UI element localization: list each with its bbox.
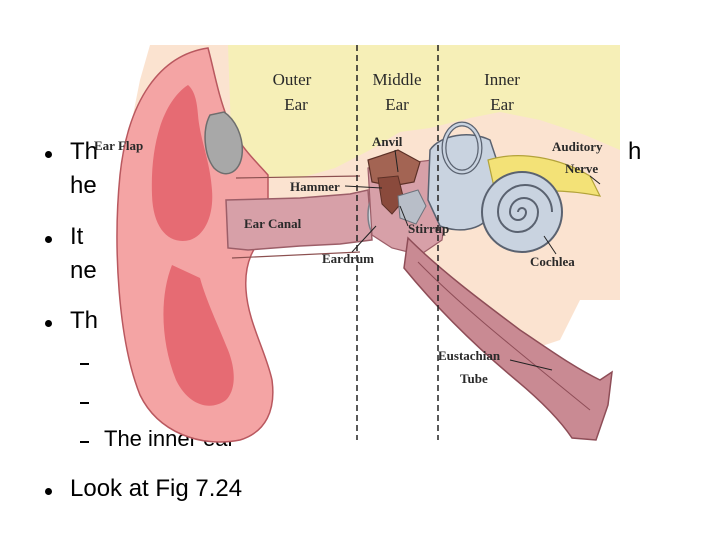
- header-inner-line1: Inner: [484, 70, 520, 89]
- label-cochlea: Cochlea: [530, 254, 575, 269]
- bullet-dot-4: [45, 488, 52, 495]
- leader-anvil: [394, 149, 399, 173]
- diagram-ear-canal: [225, 189, 373, 251]
- label-ear-flap: Ear Flap: [94, 138, 143, 153]
- diagram-cartilage-upper: [151, 85, 213, 241]
- leader-eardrum: [351, 225, 377, 253]
- bullet-dot-1: [45, 151, 52, 158]
- label-auditory-nerve-line2: Nerve: [565, 161, 598, 176]
- bullet-dot-3: [45, 320, 52, 327]
- bullet-4-text: Look at Fig 7.24: [70, 475, 243, 502]
- label-auditory-nerve-line1: Auditory: [552, 139, 603, 154]
- sub-bullet-dash-3: [80, 441, 89, 443]
- bullet-2-start: It: [70, 223, 84, 250]
- diagram-semicircular-canal: [442, 122, 482, 174]
- bullet-1-end: h: [628, 138, 642, 165]
- diagram-cartilage-lower: [163, 265, 234, 406]
- label-eardrum: Eardrum: [322, 251, 374, 266]
- label-eustachian-line2: Tube: [460, 371, 488, 386]
- sub-bullet-dash-2: [80, 402, 89, 404]
- diagram-eustachian-line: [417, 261, 591, 411]
- header-outer-line1: Outer: [273, 70, 312, 89]
- diagram-cochlea-spiral: [496, 184, 553, 233]
- diagram-cochlea: [481, 171, 563, 253]
- diagram-concha: [204, 111, 244, 175]
- leader-stirrup: [399, 205, 409, 227]
- label-hammer: Hammer: [290, 179, 340, 194]
- leader-eustachian: [509, 359, 553, 371]
- diagram-skin-line: [235, 175, 361, 179]
- bullet-1-line2: he: [70, 172, 97, 199]
- header-middle-line1: Middle: [372, 70, 421, 89]
- bullet-2-line2: ne: [70, 257, 97, 284]
- bullet-3-start: Th: [70, 307, 99, 334]
- diagram-anvil: [367, 149, 421, 187]
- leader-hammer: [344, 185, 383, 189]
- label-stirrup: Stirrup: [408, 221, 449, 236]
- bullet-1-start: Th: [70, 138, 99, 165]
- label-eustachian-line1: Eustachian: [438, 348, 501, 363]
- diagram-eustachian-tube: [403, 236, 613, 441]
- diagram-stirrup: [397, 189, 427, 225]
- sub-bullet-dash-1: [80, 363, 89, 365]
- leader-cochlea: [543, 235, 557, 255]
- diagram-bone: [228, 45, 620, 178]
- leader-auditory-nerve: [589, 175, 601, 185]
- label-ear-canal: Ear Canal: [244, 216, 302, 231]
- diagram-hammer: [377, 175, 405, 215]
- header-middle-line2: Ear: [385, 95, 409, 114]
- header-outer-line2: Ear: [284, 95, 308, 114]
- diagram-skin-line: [231, 251, 361, 259]
- bullet-dot-2: [45, 236, 52, 243]
- label-anvil: Anvil: [372, 134, 403, 149]
- header-inner-line2: Ear: [490, 95, 514, 114]
